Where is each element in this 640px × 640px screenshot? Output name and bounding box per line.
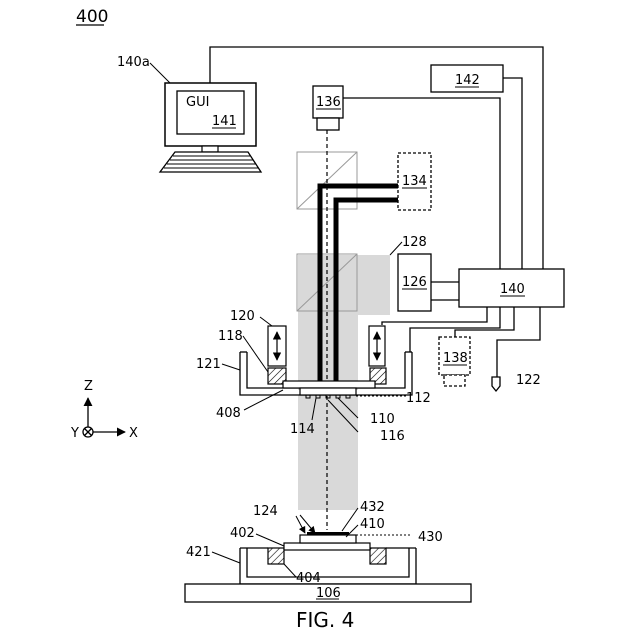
label-140a: 140a bbox=[117, 55, 150, 70]
label-116: 116 bbox=[380, 429, 405, 444]
label-404: 404 bbox=[296, 571, 321, 586]
label-110: 110 bbox=[370, 412, 395, 427]
label-122: 122 bbox=[516, 373, 541, 388]
sensor-122 bbox=[492, 377, 500, 391]
label-421: 421 bbox=[186, 545, 211, 560]
coordinate-axes bbox=[83, 398, 125, 437]
label-402: 402 bbox=[230, 526, 255, 541]
label-128: 128 bbox=[402, 235, 427, 250]
axis-y-label: Y bbox=[70, 426, 79, 441]
label-142: 142 bbox=[455, 73, 480, 88]
lower-stage-421 bbox=[240, 532, 416, 584]
label-432: 432 bbox=[360, 500, 385, 515]
figure-number: 400 bbox=[76, 7, 108, 27]
gui-label: GUI bbox=[186, 95, 209, 110]
label-408: 408 bbox=[216, 406, 241, 421]
label-120: 120 bbox=[230, 309, 255, 324]
label-112: 112 bbox=[406, 391, 431, 406]
axis-z-label: Z bbox=[84, 379, 93, 394]
axis-x-label: X bbox=[129, 426, 138, 441]
gui-ref: 141 bbox=[212, 114, 237, 129]
label-410: 410 bbox=[360, 517, 385, 532]
label-124: 124 bbox=[253, 504, 278, 519]
computer-140a bbox=[160, 83, 261, 172]
label-134: 134 bbox=[402, 174, 427, 189]
figure-caption: FIG. 4 bbox=[296, 608, 354, 632]
label-136: 136 bbox=[316, 95, 341, 110]
label-106: 106 bbox=[316, 586, 341, 601]
label-126: 126 bbox=[402, 275, 427, 290]
label-140: 140 bbox=[500, 282, 525, 297]
label-118: 118 bbox=[218, 329, 243, 344]
label-114: 114 bbox=[290, 422, 315, 437]
label-138: 138 bbox=[443, 351, 468, 366]
label-430: 430 bbox=[418, 530, 443, 545]
label-121: 121 bbox=[196, 357, 221, 372]
